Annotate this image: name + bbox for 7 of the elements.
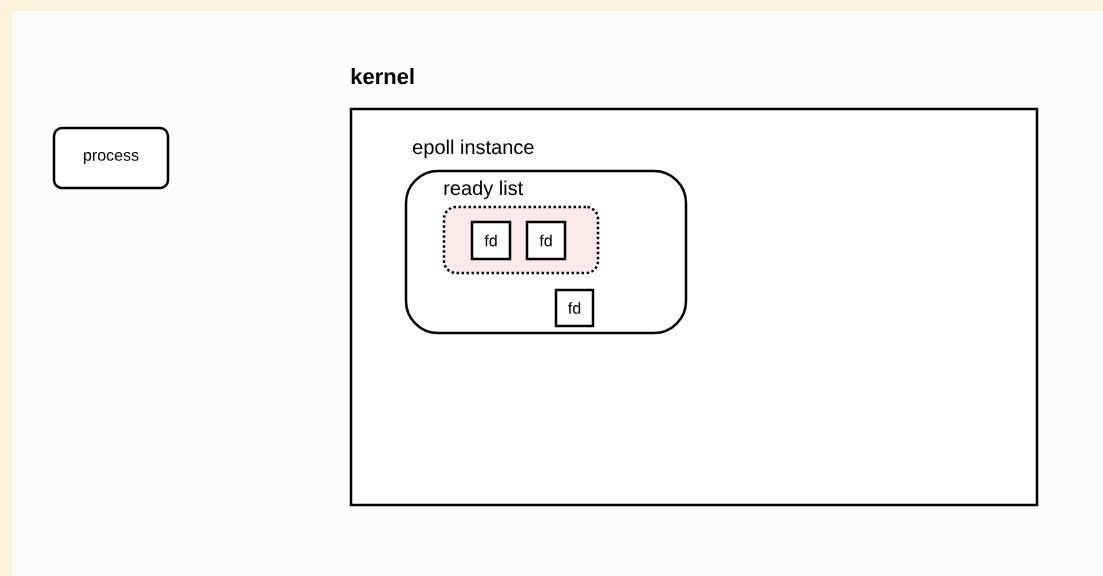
heading: ready list [444,180,524,200]
fd-box: fd [470,220,512,261]
fd-box: fd [554,288,595,328]
heading: kernel [351,68,414,85]
heading: epoll instance [413,139,534,159]
fd-box: fd [525,220,567,261]
process-box: process [52,126,170,190]
